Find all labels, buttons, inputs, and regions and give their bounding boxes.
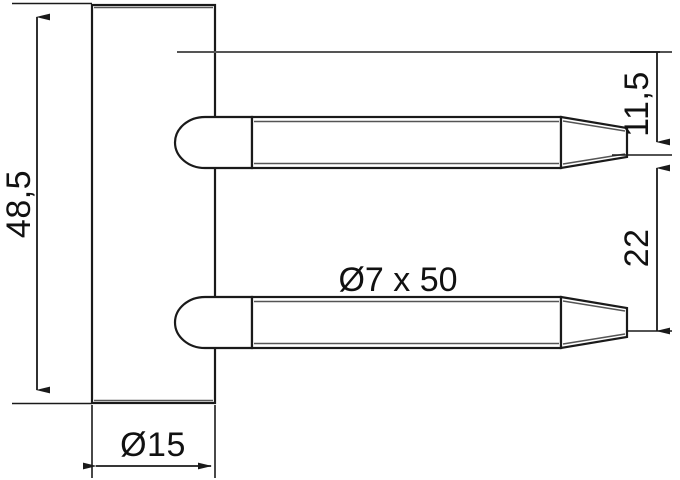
lower-pin-tip-bottom-inner-line (562, 333, 626, 345)
upper-pin-rounded-head (173, 115, 254, 170)
upper-pin-tapered-tip (559, 115, 629, 170)
dimension-plate-width: Ø15 (83, 405, 216, 478)
dimension-pin-spacing: 22 (618, 164, 672, 335)
upper-pin-tip-top-inner-line (562, 120, 626, 132)
lower-pin-tip-top-inner-line (562, 300, 626, 312)
annotation-pin-spec: Ø7 x 50 (338, 261, 457, 299)
dimension-label-plate-width: Ø15 (120, 426, 186, 464)
upper-pin (173, 115, 629, 170)
dimension-plate-height: 48,5 (0, 2, 92, 405)
dimension-upper-offset: 11,5 (612, 51, 672, 156)
hinge-plate (90, 3, 217, 405)
dimension-label-plate-height: 48,5 (0, 170, 38, 238)
lower-pin (173, 295, 629, 350)
lower-pin-rounded-head (173, 295, 254, 350)
dimension-label-upper-offset: 11,5 (618, 71, 656, 137)
dimension-label-pin-spacing: 22 (618, 229, 656, 268)
upper-pin-shaft (250, 115, 563, 170)
lower-pin-tapered-tip (559, 295, 629, 350)
lower-pin-shaft (250, 295, 563, 350)
